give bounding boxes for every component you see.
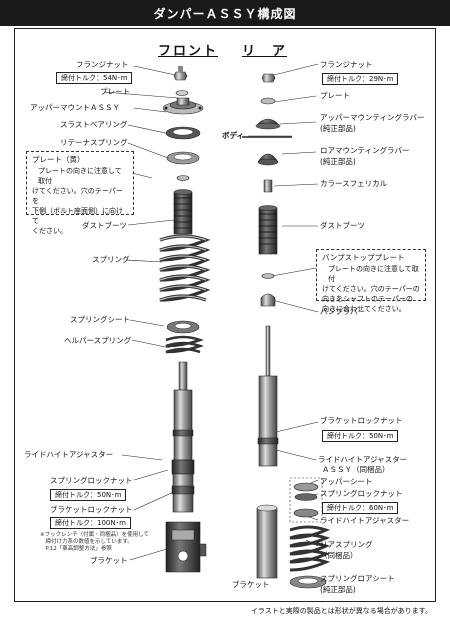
rear-bump-stop-plate-part [261,273,275,279]
front-flange-nut-part [173,66,188,81]
rear-spring-lower-seat-label: スプリングロアシート [320,574,395,583]
rear-upper-mounting-rubber-part [255,118,281,130]
rear-bump-stop-note-line: プレートの向きに注意して取付 [328,265,419,283]
rear-lower-mounting-rubber-part [257,153,279,166]
rear-bump-rubber-part [260,293,276,307]
front-spring-seat-label: スプリングシート [70,315,130,324]
rear-collar-spherical-part [263,179,273,193]
rear-flange-nut-part [261,73,276,83]
rear-bump-stop-note-line: 向きをシャフトのテーパーの [322,295,413,303]
front-ride-height-adjuster-label: ライドハイトアジャスター [24,450,114,459]
front-heading: フロント [158,44,219,59]
front-bracket-lock-nut-label: ブラケットロックナット [50,505,133,514]
rear-upper-mounting-rubber-label: アッパーマウンティングラバー [320,113,425,122]
front-bracket-part [165,521,207,573]
rear-torque-flange-label: 締付トルク：29N･m [322,73,399,85]
rear-spring-label: リアスプリング [320,540,373,549]
rear-lower-mounting-rubber-label: ロアマウンティングラバー [320,146,410,155]
front-plate-note-title: プレート（黄） [32,155,85,164]
front-torque-bracket-lock-label: 締付トルク：100N･m [50,517,131,529]
rear-torque-spring-lock-label: 締付トルク：60N･m [322,502,399,514]
rear-dust-boot-part [258,205,278,255]
rear-genuine-part-label: (純正部品) [320,157,356,166]
front-plate-note-line: ください。 [32,227,67,235]
rear-heading: リ ア [242,44,288,59]
front-torque-footnote-line: P.12「車高調整方法」参照 [40,546,112,552]
front-thrust-bearing-label: スラストベアリング [60,120,128,129]
front-helper-spring-part [165,335,204,354]
rear-ride-height-assy-part [289,477,323,523]
front-retainer-spring-part [166,151,200,165]
rear-plate-label: プレート [320,91,350,100]
diagram-frame [14,28,436,602]
rear-bracket-lock-nut-label: ブラケットロックナット [320,416,403,425]
front-plate-note-line: プレートの向きに注意して取付 [38,167,122,185]
rear-bracket-label: ブラケット [232,580,270,589]
front-thrust-bearing-part [165,126,201,140]
rear-genuine-part-label: (純正部品) [320,124,356,133]
rear-collar-spherical-label: カラースフェリカル [320,179,388,188]
front-flange-nut-label: フランジナット [76,60,129,69]
rear-ride-height-adjuster-assy-label: ライドハイトアジャスター [318,455,408,464]
rear-bump-stop-note-line: けてください。穴のテーパーの [322,285,420,293]
rear-spring-part [289,525,331,572]
front-bracket-label: ブラケット [90,556,128,565]
front-plate-note-line: 下側（ボルト座面側）に向けて [32,207,123,225]
front-torque-footnote-line: ※フックレンチ（付属・同梱品）を使用して [40,532,149,538]
rear-bump-stop-note: バンプストッププレート プレートの向きに注意して取付 けてください。穴のテーパー… [316,249,426,313]
rear-flange-nut-label: フランジナット [320,60,373,69]
front-plate-yellow-part [176,175,190,181]
front-spring-part-hl [159,235,207,301]
rear-bump-rubber-label: バンプラバー [320,307,366,316]
front-leader-lines [103,65,181,561]
front-retainer-spring-label: リテーナスプリング [60,138,128,147]
rear-assy-bundled-label: ＡＳＳＹ（同梱品） [322,465,390,474]
rear-bracket-part [256,504,278,579]
rear-spring-lock-nut-label: スプリングロックナット [320,489,403,498]
front-torque-spring-lock-label: 締付トルク：50N･m [50,489,127,501]
rear-body-label: ボディ [222,131,244,140]
front-plate-label: プレート [100,87,130,96]
rear-leader-lines [248,63,319,583]
front-plate-note-line: けてください。穴のテーパーを [32,187,123,205]
rear-bump-stop-note-title: バンプストッププレート [322,253,405,262]
rear-bump-stop-note-line: 向きに合わせてください。 [322,305,406,313]
front-helper-spring-label: ヘルパースプリング [64,336,132,345]
rear-damper-body-part [257,325,279,467]
front-plate-part [175,90,189,96]
rear-upper-seat-label: アッパーシート [320,477,373,486]
diagram-title: ダンパーＡＳＳＹ構成図 [0,0,450,26]
rear-dust-boot-label: ダストブーツ [320,221,365,230]
rear-torque-bracket-lock-label: 締付トルク：50N･m [322,430,399,442]
rear-genuine-part-label: (純正部品) [320,585,356,594]
footer-disclaimer: イラストと実際の製品とは形状が異なる場合があります。 [250,607,432,615]
front-plate-note: プレート（黄） プレートの向きに注意して取付 けてください。穴のテーパーを 下側… [26,151,134,235]
front-dust-boot-label: ダストブーツ [82,221,127,230]
front-upper-mount-part [162,97,204,115]
front-dust-boot-part [173,189,193,235]
front-spring-label: スプリング [92,255,130,264]
front-spring-seat-part [166,320,200,334]
rear-spring-lower-seat-part [289,575,327,589]
rear-plate-part [260,97,276,105]
rear-bundled-label: （同梱品） [320,551,358,560]
front-torque-footnote-line: 締付け力系の数値を示しています。 [40,539,133,545]
front-spring-lock-nut-label: スプリングロックナット [50,476,133,485]
rear-ride-height-adjuster-label: ライドハイトアジャスター [320,516,410,525]
front-damper-body-part [171,361,195,513]
front-torque-flange-label: 締付トルク：54N･m [56,72,133,84]
front-upper-mount-label: アッパーマウントＡＳＳＹ [30,103,120,112]
